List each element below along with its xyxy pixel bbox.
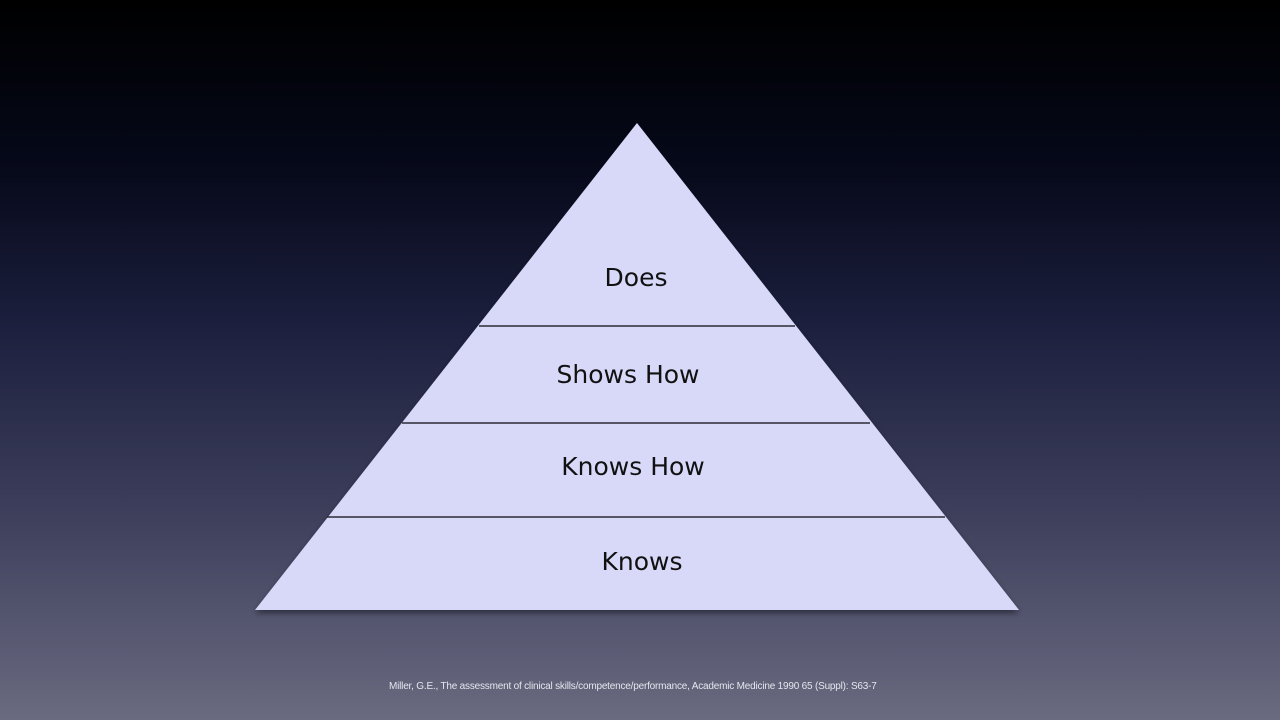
level-label-shows-how: Shows How	[556, 360, 700, 389]
level-label-does: Does	[604, 263, 668, 292]
level-label-knows: Knows	[601, 547, 683, 576]
pyramid-shape	[255, 123, 1019, 610]
level-label-knows-how: Knows How	[561, 452, 705, 481]
citation-text: Miller, G.E., The assessment of clinical…	[389, 681, 877, 692]
